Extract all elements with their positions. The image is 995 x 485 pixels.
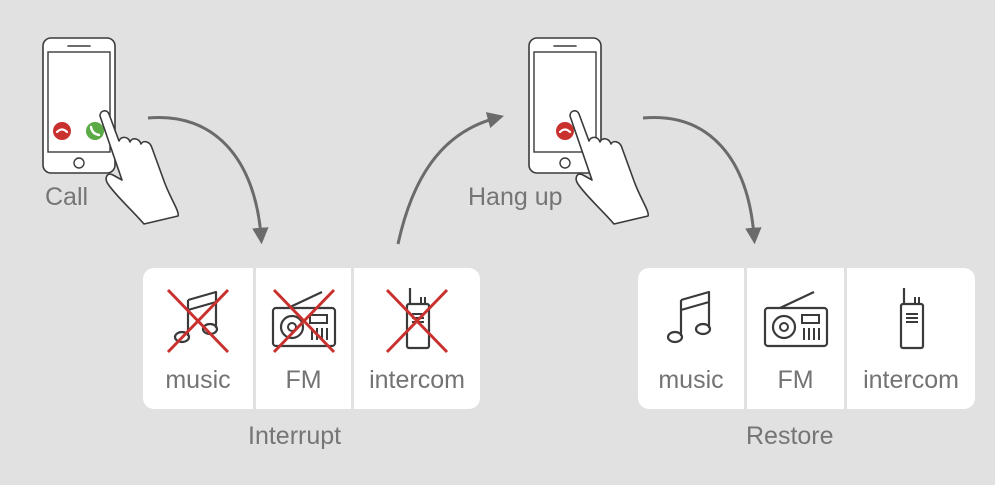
interrupt-label: Interrupt xyxy=(248,422,342,450)
intercom-label: intercom xyxy=(369,366,465,394)
fm-label: FM xyxy=(777,366,814,394)
arrow-call-to-interrupt xyxy=(147,116,269,245)
hand-icon xyxy=(99,110,180,225)
interrupt-item-music: music xyxy=(143,268,253,409)
restore-item-music: music xyxy=(638,268,744,409)
restore-label: Restore xyxy=(746,422,834,450)
walkie-talkie-icon xyxy=(899,288,925,350)
interrupt-item-fm: FM xyxy=(253,268,351,409)
walkie-talkie-icon xyxy=(385,288,449,354)
cross-icon xyxy=(272,288,335,354)
restore-panel: music FM intercom xyxy=(638,268,975,409)
music-label: music xyxy=(658,366,724,394)
hang-up-label: Hang up xyxy=(468,183,563,211)
hand-icon xyxy=(569,110,650,225)
interrupt-item-intercom: intercom xyxy=(351,268,480,409)
restore-item-intercom: intercom xyxy=(844,268,975,409)
phone-icon xyxy=(42,37,180,225)
interrupt-panel: music FM xyxy=(143,268,480,409)
decline-call-icon xyxy=(556,122,574,140)
radio-icon xyxy=(271,288,336,354)
fm-label: FM xyxy=(285,366,322,394)
cross-icon xyxy=(385,288,449,354)
music-note-icon xyxy=(666,290,712,344)
arrow-interrupt-to-hangup xyxy=(396,112,504,245)
music-note-icon xyxy=(166,288,230,354)
cross-icon xyxy=(166,288,230,354)
intercom-label: intercom xyxy=(863,366,959,394)
call-label: Call xyxy=(45,183,89,211)
music-label: music xyxy=(165,366,231,394)
arrow-hangup-to-restore xyxy=(642,116,762,245)
phone-incoming-call xyxy=(40,36,190,228)
phone-icon xyxy=(528,37,650,225)
decline-call-icon xyxy=(53,122,71,140)
restore-item-fm: FM xyxy=(744,268,844,409)
phone-hang-up xyxy=(526,36,676,228)
accept-call-icon xyxy=(86,122,104,140)
radio-icon xyxy=(763,291,828,348)
